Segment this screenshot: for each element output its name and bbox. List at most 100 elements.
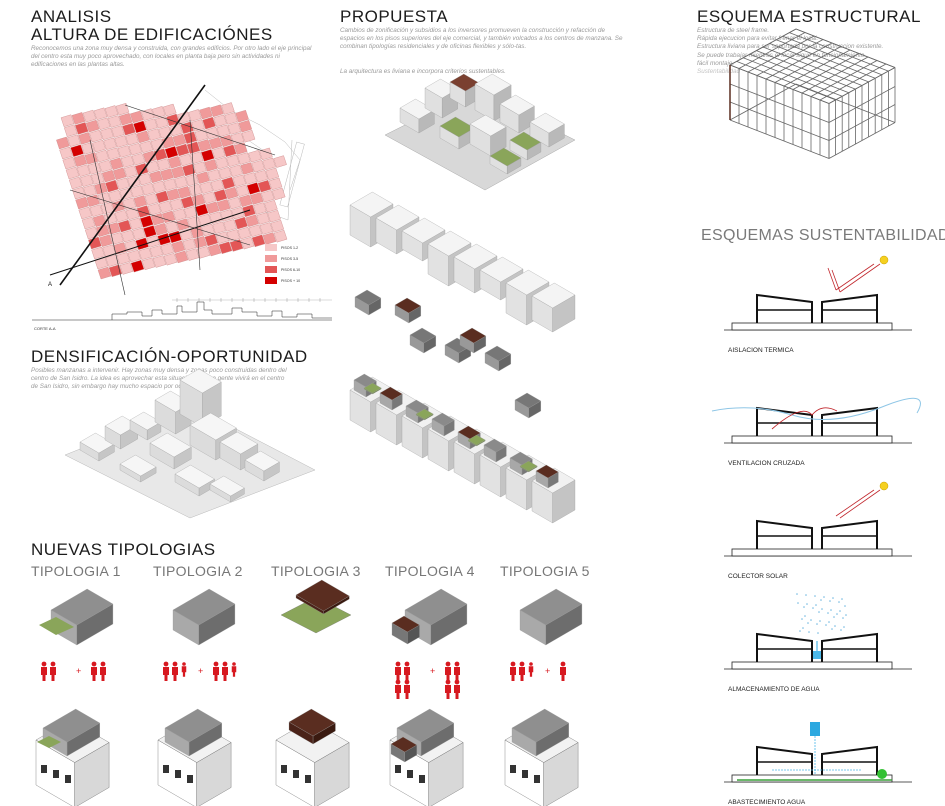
analisis-text: Reconocemos una zona muy densa y constru… [31,45,316,70]
map-block [198,139,211,151]
tipologia-label: TIPOLOGIA 3 [271,563,361,579]
corte-label: CORTE A-A [34,326,56,331]
person-icon [561,662,566,667]
map-block [217,199,230,211]
map-block [83,110,96,122]
map-block [119,113,132,125]
legend-label: PISOS 6-10 [281,268,300,272]
map-block [249,225,262,237]
map-block [274,156,287,168]
legend-swatch [265,277,277,284]
esquema-line-1: Estructura de steel frame. [697,27,927,35]
person-icon [511,662,516,667]
map-block [259,148,272,160]
map-block [109,265,122,277]
map-block [268,210,281,222]
map-block [99,160,112,172]
map-block [170,199,183,211]
person-icon [446,662,451,667]
map-block [145,193,158,205]
map-block [157,159,170,171]
map-block [205,234,218,246]
tipologia-building [153,700,263,800]
propuesta-exploded-axo [340,185,600,525]
map-block [274,230,287,242]
map-block [258,180,271,192]
map-block [252,160,265,172]
map-block [75,122,88,134]
map-block [261,190,274,202]
analisis-subtitle: ALTURA DE EDIFICACIÓNES [31,25,273,45]
map-block [142,258,155,270]
map-block [225,187,238,199]
sustentabilidad-scheme [712,589,912,689]
map-block [260,223,273,235]
map-block [235,217,248,229]
map-block [96,150,109,162]
map-block [143,226,156,238]
person-icon [50,667,56,681]
map-block [98,267,111,279]
map-block [214,189,227,201]
map-block [137,206,150,218]
map-block [257,213,270,225]
map-block [264,200,277,212]
map-block [154,149,167,161]
person-icon [173,662,178,667]
map-block [121,156,134,168]
map-block [153,256,166,268]
analisis-title: ANALISIS [31,7,112,27]
steel-frame-diagram [720,85,920,205]
person-icon [454,685,460,699]
person-icon [92,662,97,667]
map-block [80,175,93,187]
person-icon [510,667,516,681]
map-block [178,186,191,198]
map-block [236,185,249,197]
map-block [213,222,226,234]
map-block [247,183,260,195]
map-block [140,216,153,228]
map-block [108,116,121,128]
map-block [126,208,139,220]
esquema-line-2: Rápida ejecucion para evitar frenar el l… [697,35,927,43]
map-block [181,122,194,134]
map-block [200,182,213,194]
map-block [107,148,120,160]
plus-sign: + [76,666,81,676]
person-icon [222,667,228,681]
map-block [159,201,172,213]
person-icon [41,667,47,681]
map-block [239,120,252,132]
map-block [78,132,91,144]
map-block [263,158,276,170]
map-block [228,123,241,135]
esquema-line-4: Se puede trabajar mientras el local sigu… [697,52,927,60]
map-block [231,207,244,219]
person-icon [163,667,169,681]
map-block [253,203,266,215]
person-icon [529,666,534,677]
legend-item: PISOS 6-10 [265,264,300,275]
legend-swatch [265,255,277,262]
map-block [113,168,126,180]
person-icon [164,662,169,667]
propuesta-text: Cambios de zonificación y subsidios a lo… [340,27,630,52]
map-block [115,136,128,148]
map-block [219,167,232,179]
map-block [272,188,285,200]
map-block [168,156,181,168]
map-block [239,195,252,207]
person-icon [51,662,56,667]
map-block [184,206,197,218]
map-block [210,105,223,117]
map-block [160,169,173,181]
tipologia-module [390,585,490,645]
map-block [151,213,164,225]
map-block [242,130,255,142]
map-block [211,179,224,191]
map-block [194,236,207,248]
person-icon [232,666,237,677]
map-block [87,195,100,207]
